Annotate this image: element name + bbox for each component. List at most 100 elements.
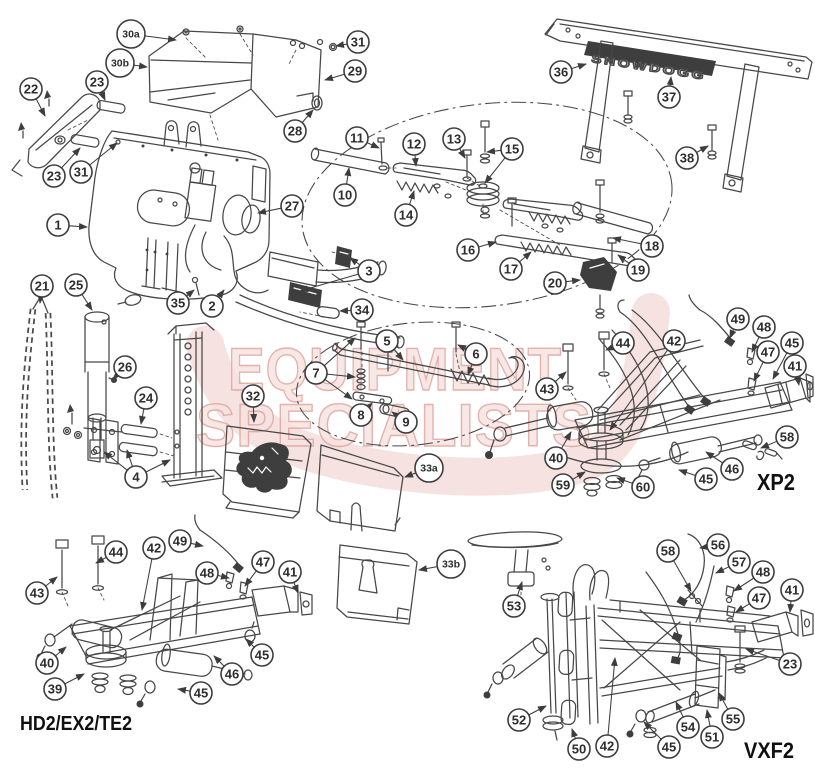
fitting-48 [725, 585, 735, 598]
callout-30a: 30a [116, 19, 177, 49]
svg-text:8: 8 [357, 408, 364, 423]
grommet-28 [311, 95, 323, 111]
callout-6: 6 [457, 342, 488, 376]
svg-text:47: 47 [752, 591, 766, 606]
linkage-exploded-view [301, 101, 673, 319]
svg-text:22: 22 [24, 82, 38, 97]
callout-15: 15 [484, 137, 524, 184]
hose-49 [194, 514, 241, 567]
receiver-plate-41 [251, 585, 291, 617]
spring-6 [450, 368, 491, 387]
svg-text:21: 21 [35, 279, 49, 294]
receiver-plate-41 [764, 377, 807, 409]
pin-23-lower [70, 134, 100, 148]
callout-14: 14 [394, 190, 418, 227]
callout-49: 49 [726, 307, 750, 339]
svg-text:48: 48 [757, 320, 771, 335]
svg-text:30b: 30b [111, 58, 129, 70]
callout-12: 12 [402, 132, 426, 167]
hose-49 [688, 294, 732, 340]
handle-grip [487, 356, 519, 381]
callout-55: 55 [718, 692, 745, 731]
callout-33a: 33a [404, 453, 444, 483]
shield-33b [336, 544, 418, 625]
callout-53: 53 [502, 581, 526, 618]
svg-text:48: 48 [200, 566, 214, 581]
svg-text:48: 48 [756, 565, 770, 580]
svg-text:12: 12 [407, 137, 421, 152]
callout-13: 13 [442, 127, 466, 159]
callout-48: 48 [733, 560, 775, 592]
hd2-assembly [36, 514, 313, 708]
callout-41: 41 [783, 354, 807, 386]
callout-42: 42 [595, 657, 619, 758]
fitting-48 [746, 347, 756, 360]
callout-43: 43 [25, 576, 58, 605]
callout-19: 19 [617, 254, 650, 282]
svg-text:45: 45 [785, 336, 799, 351]
callout-7: 7 [304, 337, 356, 400]
angle-cylinder-46 [155, 648, 213, 677]
callout-31: 31 [335, 30, 370, 54]
svg-text:49: 49 [731, 312, 745, 327]
svg-text:47: 47 [761, 345, 775, 360]
callout-17: 17 [499, 251, 532, 281]
frame-rails [69, 596, 261, 665]
pin-23-upper [96, 100, 126, 114]
pivot-tube-18 [575, 202, 651, 235]
callout-8: 8 [349, 402, 373, 427]
model-label-hd2-ex2-te2: HD2/EX2/TE2 [20, 713, 132, 735]
callout-44: 44 [95, 540, 128, 564]
valve-manifold [184, 181, 217, 222]
svg-text:36: 36 [554, 65, 568, 80]
callout-2: 2 [200, 289, 225, 318]
svg-text:44: 44 [109, 545, 124, 560]
brand-band [584, 41, 716, 76]
clamp-58 [688, 592, 696, 600]
svg-text:23: 23 [783, 657, 797, 672]
vxf2-assembly [467, 531, 814, 741]
callout-43: 43 [535, 371, 567, 401]
callout-51: 51 [700, 709, 724, 749]
callout-38: 38 [675, 145, 709, 170]
exploded-view-boundary [301, 101, 673, 309]
callout-48: 48 [195, 561, 230, 585]
svg-text:31: 31 [351, 35, 365, 50]
svg-text:2: 2 [208, 299, 215, 314]
pin-24 [120, 423, 158, 439]
pin-24 [118, 441, 158, 457]
svg-text:58: 58 [661, 544, 675, 559]
callout-27: 27 [257, 194, 304, 218]
svg-text:31: 31 [74, 165, 88, 180]
callout-3: 3 [299, 257, 381, 293]
svg-text:38: 38 [680, 151, 694, 166]
callout-42: 42 [140, 536, 166, 611]
callout-36: 36 [549, 60, 587, 84]
svg-text:3: 3 [365, 264, 372, 279]
callout-46: 46 [213, 655, 244, 686]
svg-text:10: 10 [338, 188, 352, 203]
hydraulic-hose [201, 231, 222, 271]
svg-text:52: 52 [512, 713, 526, 728]
bolt-43 [562, 343, 574, 352]
exploded-view-boundary [295, 321, 531, 447]
lift-ear [185, 121, 202, 148]
callout-56: 56 [699, 533, 730, 557]
callout-47: 47 [753, 340, 780, 382]
bolt-43 [55, 539, 69, 549]
callout-45: 45 [643, 721, 681, 759]
bolt-44 [598, 331, 610, 340]
callout-60: 60 [616, 475, 655, 499]
callout-42: 42 [609, 329, 686, 431]
callout-30b: 30b [105, 48, 148, 78]
svg-text:15: 15 [505, 142, 519, 157]
callout-10: 10 [333, 167, 357, 207]
callout-41: 41 [780, 578, 804, 613]
callout-23: 23 [745, 648, 802, 676]
callout-1: 1 [46, 213, 88, 237]
callout-24: 24 [134, 386, 158, 425]
frame-rails [597, 607, 785, 659]
callout-29: 29 [324, 59, 367, 83]
